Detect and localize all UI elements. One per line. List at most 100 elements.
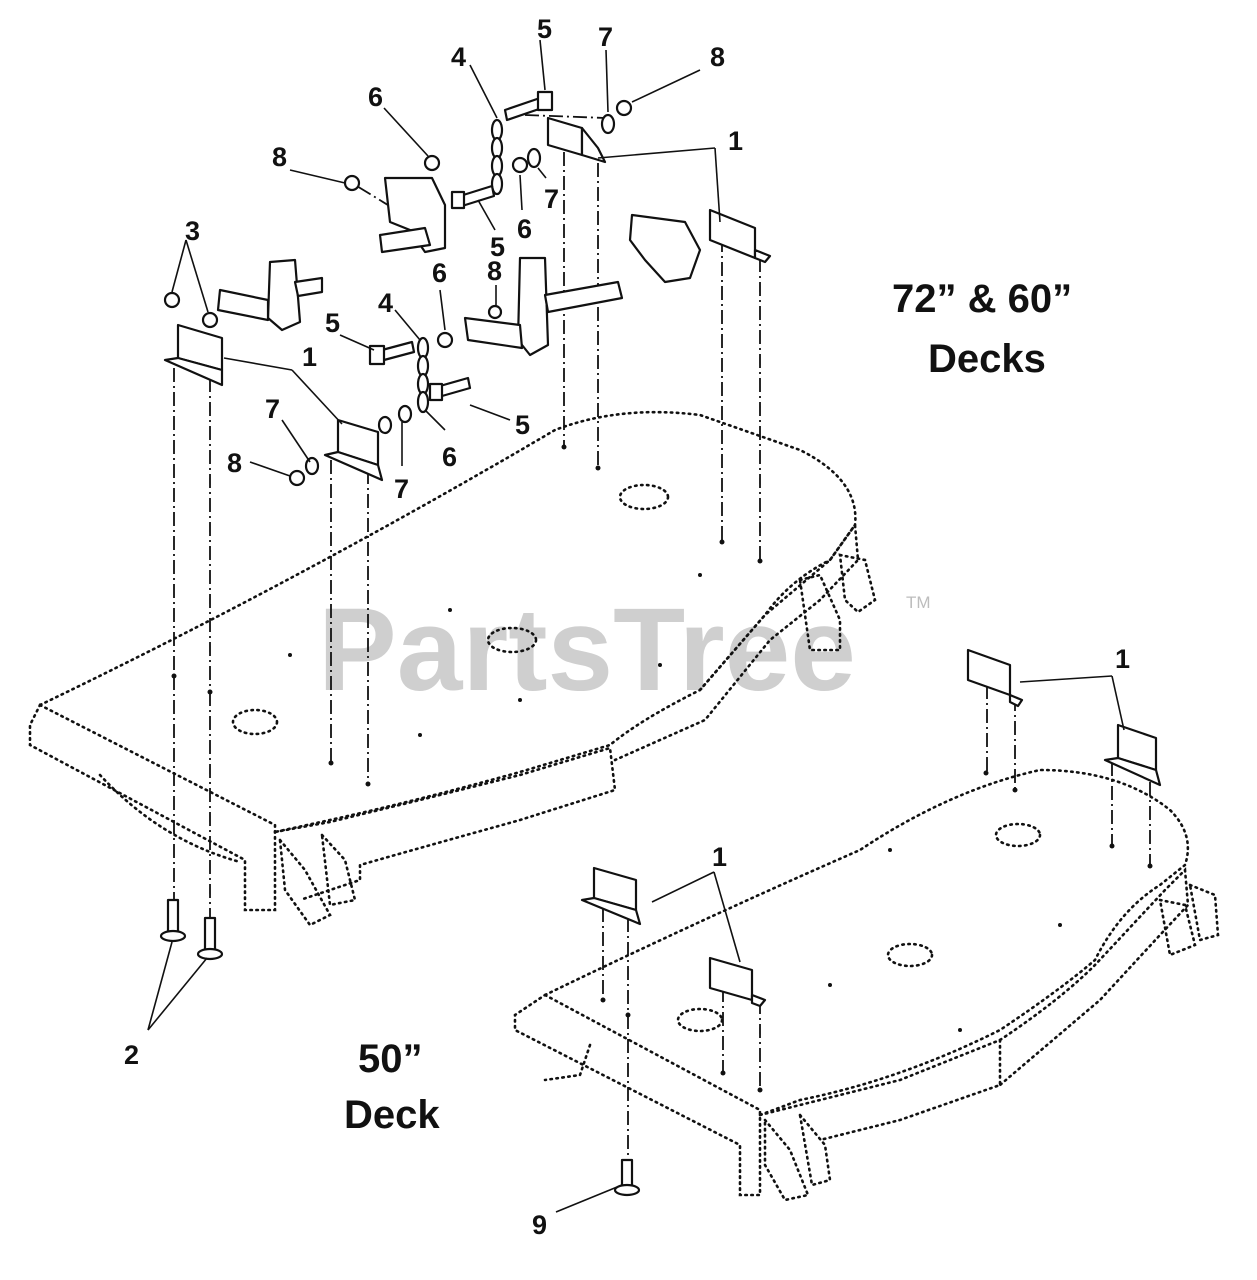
callout-1-top: 1 (728, 126, 743, 156)
bracket-left-lower-flange (323, 450, 384, 482)
callout-8-upper-left: 8 (272, 142, 287, 172)
small-deck-rear-bracket (1158, 898, 1197, 957)
large-deck-outline (38, 410, 857, 834)
bolt-2-left-head (159, 929, 187, 943)
washer-mid (526, 147, 542, 169)
upper-pivot-arm (383, 176, 447, 254)
leader-lines (147, 39, 1125, 1213)
bracket-50-rear-right-flange (1103, 756, 1162, 787)
washer-upper-right (600, 113, 616, 135)
nut-right-pivot (487, 304, 503, 320)
large-deck-rear-skirt (613, 521, 860, 762)
callout-8-left: 8 (227, 448, 242, 478)
callout-5-lower-right: 5 (515, 410, 530, 440)
nut-upper (423, 154, 441, 172)
small-deck-side-skirt (758, 1038, 1002, 1142)
small-deck-front-bracket-2 (797, 1110, 832, 1187)
nut-lower (436, 331, 454, 349)
bolt-lower-right-head (428, 382, 444, 402)
small-deck-holes (600, 770, 1153, 1093)
callout-4-lower: 4 (378, 288, 393, 318)
bolt-2-right (203, 916, 217, 952)
small-deck (513, 768, 1220, 1202)
small-deck-spindle-1 (676, 1007, 724, 1033)
callout-numbers: 1 1 1 1 2 3 4 4 5 5 5 5 6 6 6 6 7 7 7 7 … (124, 14, 1130, 1240)
right-pivot-arm (516, 256, 550, 357)
large-deck-front-skirt (28, 703, 277, 912)
large-deck-front-bracket (278, 835, 332, 927)
small-deck-spindle-3 (994, 822, 1042, 848)
label-small-deck-word: Deck (344, 1093, 440, 1137)
callout-6-upper: 6 (368, 82, 383, 112)
left-pivot-arm (266, 258, 302, 332)
bracket-50-front-right (708, 956, 754, 1002)
small-deck-rear-skirt (998, 867, 1190, 1087)
nut-upper-right (615, 99, 633, 117)
callout-1-small-deck-rear: 1 (1115, 644, 1130, 674)
chain-lower (416, 336, 430, 414)
bracket-top (546, 116, 584, 157)
large-deck-spindle-1 (231, 708, 279, 736)
large-deck-side-skirt (273, 746, 617, 902)
left-pivot-plate (216, 288, 270, 322)
small-deck-front-skirt (513, 993, 762, 1197)
nut-6-lower (397, 404, 413, 424)
bracket-top-flange (580, 126, 607, 164)
small-deck-front-bracket (763, 1116, 810, 1202)
callout-7-top: 7 (598, 22, 613, 52)
upper-pivot-shaft (378, 226, 432, 254)
small-deck-outline (543, 768, 1190, 1117)
nut-8-left (288, 469, 306, 487)
bracket-50-front-right-flange (750, 993, 767, 1008)
nut-mid (511, 156, 529, 174)
callout-3: 3 (185, 216, 200, 246)
bolt-lower-right (438, 376, 472, 398)
callout-2: 2 (124, 1040, 139, 1070)
bolt-2-right-head (196, 947, 224, 961)
bolt-lower-left (380, 340, 416, 362)
callout-8-right: 8 (487, 256, 502, 286)
bolt-2-left (166, 898, 180, 934)
right-pivot-plate (463, 316, 524, 350)
bracket-50-front-left-flange (580, 896, 642, 926)
callout-4-upper: 4 (451, 42, 466, 72)
large-deck-underside (98, 773, 242, 864)
label-large-decks-size: 72” & 60” (892, 277, 1072, 321)
nut-3-left (163, 291, 181, 309)
large-deck-rear-bracket-2 (838, 553, 877, 614)
bolt-9-head (613, 1183, 641, 1197)
nut-upper-left (343, 174, 361, 192)
bolt-9 (620, 1158, 634, 1190)
callout-5-mid: 5 (490, 232, 505, 262)
large-deck-rear-bracket (798, 573, 842, 652)
callout-6-right: 6 (432, 258, 447, 288)
label-large-decks-word: Decks (928, 337, 1046, 381)
bracket-right (708, 208, 757, 260)
large-deck-spindle-3 (618, 483, 670, 511)
left-pivot-pin (293, 276, 324, 298)
watermark-text: PartsTree (318, 584, 856, 716)
washer-lower (377, 415, 393, 435)
small-deck-underside (543, 1043, 592, 1082)
bracket-50-rear-left-flange (1008, 693, 1024, 708)
lower-brackets (580, 648, 1162, 1008)
nut-3-right (201, 311, 219, 329)
watermark-trademark: TM (906, 593, 931, 612)
large-deck-spindle-2 (486, 626, 538, 654)
bracket-left-upper-flange (163, 356, 224, 387)
far-right-pivot (628, 213, 702, 284)
callout-5-top: 5 (537, 14, 552, 44)
explosion-lines (173, 114, 1151, 1160)
callout-7-left: 7 (265, 394, 280, 424)
callout-6-mid: 6 (517, 214, 532, 244)
mounting-bolts (159, 898, 641, 1197)
chain-upper (490, 118, 504, 196)
callout-6-lower: 6 (442, 442, 457, 472)
label-small-deck-size: 50” (358, 1037, 423, 1081)
upper-hardware (163, 90, 772, 487)
bolt-upper (503, 96, 544, 122)
small-deck-spindle-2 (886, 942, 934, 968)
callout-8-top: 8 (710, 42, 725, 72)
